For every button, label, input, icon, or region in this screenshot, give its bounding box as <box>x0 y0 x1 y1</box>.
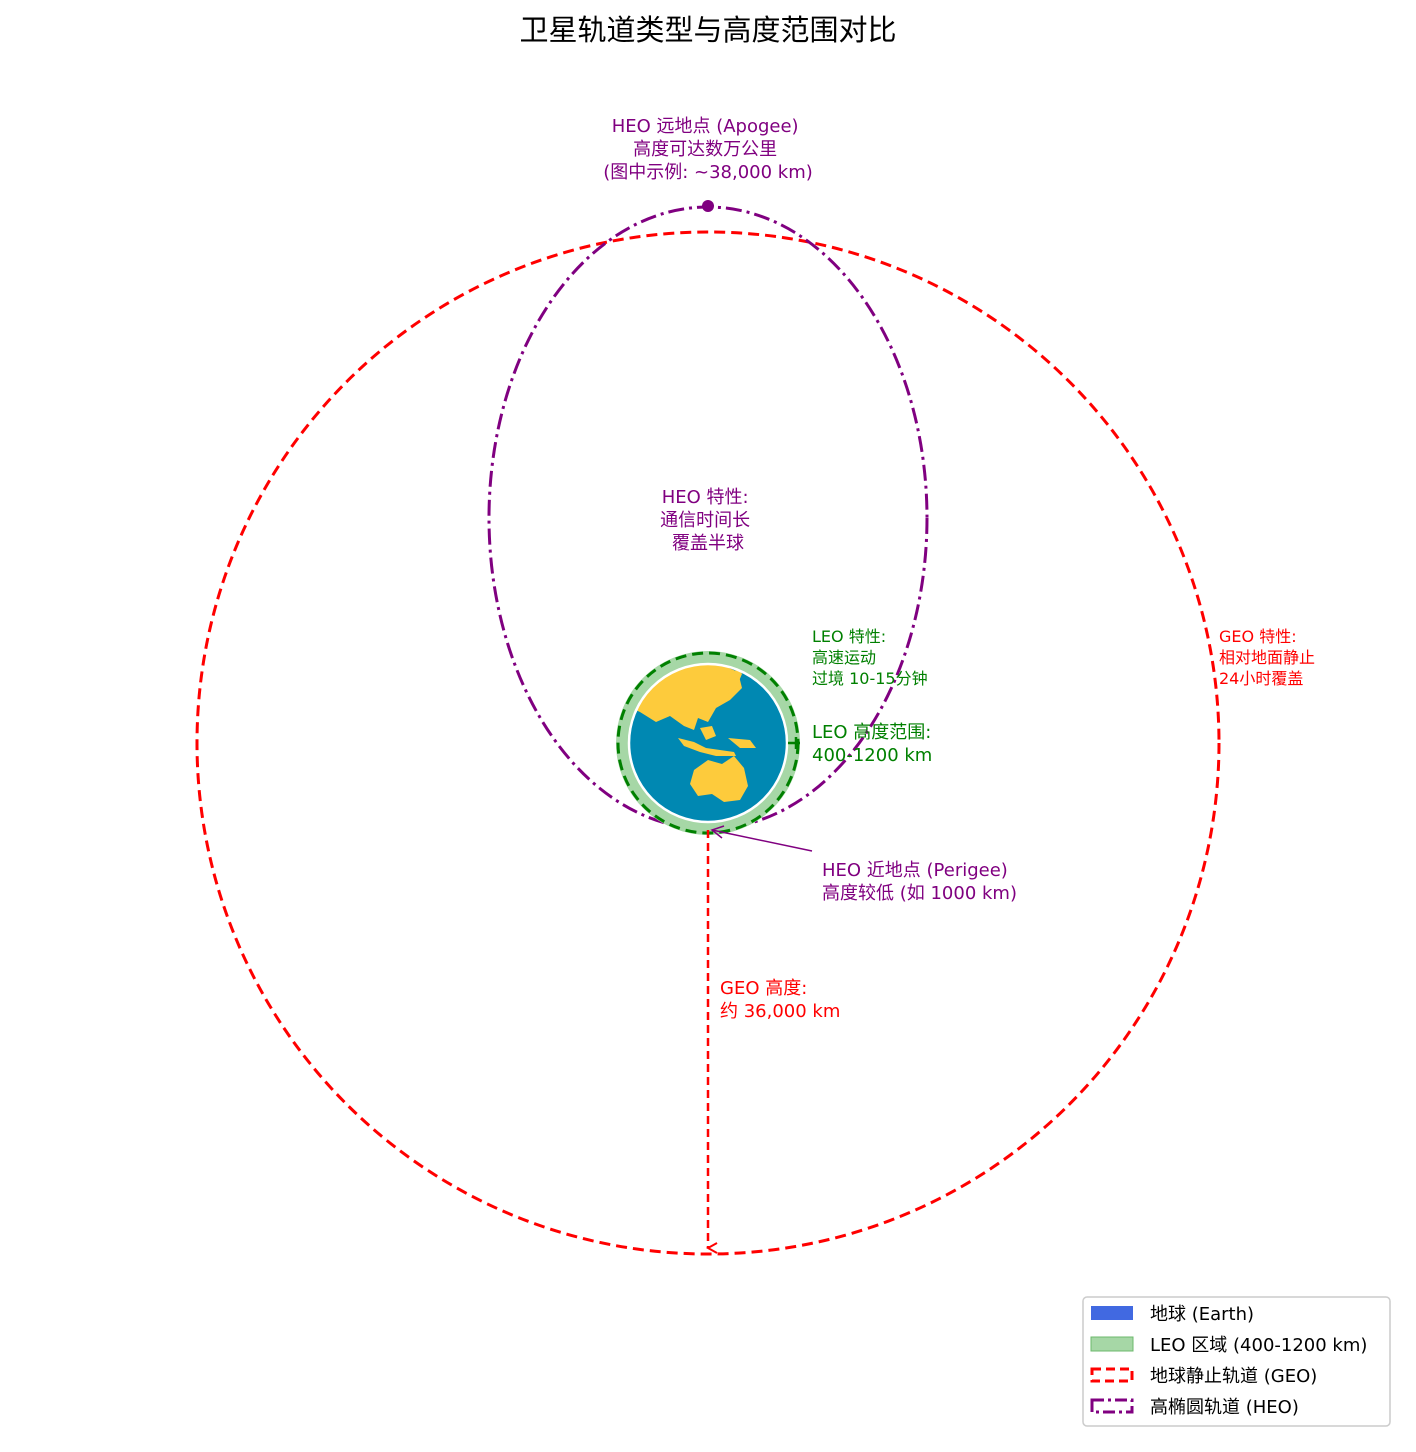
borneo-island <box>700 726 716 740</box>
legend-item-earth: 地球 (Earth) <box>1091 1304 1254 1325</box>
indonesia-islands <box>678 738 736 756</box>
leo-range-label: LEO 高度范围: 400-1200 km <box>812 722 937 766</box>
legend-item-geo: 地球静止轨道 (GEO) <box>1090 1366 1317 1387</box>
geo-traits-line-2: 相对地面静止 <box>1219 648 1315 667</box>
legend-label-geo: 地球静止轨道 (GEO) <box>1150 1366 1317 1387</box>
heo-perigee-arrow <box>710 825 813 852</box>
legend-swatch-heo <box>1090 1398 1134 1414</box>
geo-traits-label: GEO 特性: 相对地面静止 24小时覆盖 <box>1219 627 1320 688</box>
leo-range-line-1: LEO 高度范围: <box>812 722 931 743</box>
legend-label-heo: 高椭圆轨道 (HEO) <box>1150 1397 1299 1418</box>
heo-perigee-line-1: HEO 近地点 (Perigee) <box>822 860 1008 881</box>
heo-traits-line-1: HEO 特性: <box>662 487 749 508</box>
heo-traits-line-2: 通信时间长 <box>660 510 750 531</box>
geo-height-line-2: 约 36,000 km <box>720 1001 840 1022</box>
new-guinea-island <box>728 738 756 748</box>
legend-label-earth: 地球 (Earth) <box>1150 1304 1254 1325</box>
heo-apogee-line-1: HEO 远地点 (Apogee) <box>612 116 799 137</box>
japan-landmass <box>728 668 742 694</box>
heo-apogee-marker <box>702 200 714 212</box>
geo-traits-line-1: GEO 特性: <box>1219 627 1297 646</box>
geo-traits-line-3: 24小时覆盖 <box>1219 669 1303 688</box>
leo-traits-line-2: 高速运动 <box>812 648 876 667</box>
legend-item-heo: 高椭圆轨道 (HEO) <box>1090 1397 1299 1418</box>
legend-item-leo: LEO 区域 (400-1200 km) <box>1090 1335 1367 1356</box>
heo-apogee-line-2: 高度可达数万公里 <box>633 139 777 160</box>
legend: 地球 (Earth) LEO 区域 (400-1200 km) 地球静止轨道 (… <box>1082 1296 1391 1427</box>
geo-height-line-1: GEO 高度: <box>720 978 807 999</box>
leo-traits-line-1: LEO 特性: <box>812 627 886 646</box>
chart-title: 卫星轨道类型与高度范围对比 <box>519 13 896 47</box>
earth-globe <box>627 662 789 824</box>
heo-perigee-label: HEO 近地点 (Perigee) 高度较低 (如 1000 km) <box>822 860 1017 904</box>
heo-apogee-label: HEO 远地点 (Apogee) 高度可达数万公里 (图中示例: ~38,000… <box>603 116 813 183</box>
legend-swatch-leo <box>1090 1336 1134 1352</box>
leo-range-line-2: 400-1200 km <box>812 745 932 766</box>
geo-orbit <box>195 230 1221 1256</box>
legend-swatch-geo <box>1090 1367 1134 1383</box>
leo-range-marker <box>788 737 800 749</box>
heo-apogee-line-3: (图中示例: ~38,000 km) <box>603 162 813 183</box>
australia-landmass <box>690 756 748 802</box>
leo-traits-line-3: 过境 10-15分钟 <box>812 669 928 688</box>
legend-swatch-earth <box>1091 1306 1133 1320</box>
geo-height-label: GEO 高度: 约 36,000 km <box>720 978 840 1022</box>
heo-traits-line-3: 覆盖半球 <box>672 533 744 554</box>
heo-traits-label: HEO 特性: 通信时间长 覆盖半球 <box>660 487 756 554</box>
legend-frame <box>1082 1296 1391 1427</box>
leo-traits-label: LEO 特性: 高速运动 过境 10-15分钟 <box>812 627 928 688</box>
legend-label-leo: LEO 区域 (400-1200 km) <box>1150 1335 1367 1356</box>
heo-perigee-line-2: 高度较低 (如 1000 km) <box>822 883 1017 904</box>
